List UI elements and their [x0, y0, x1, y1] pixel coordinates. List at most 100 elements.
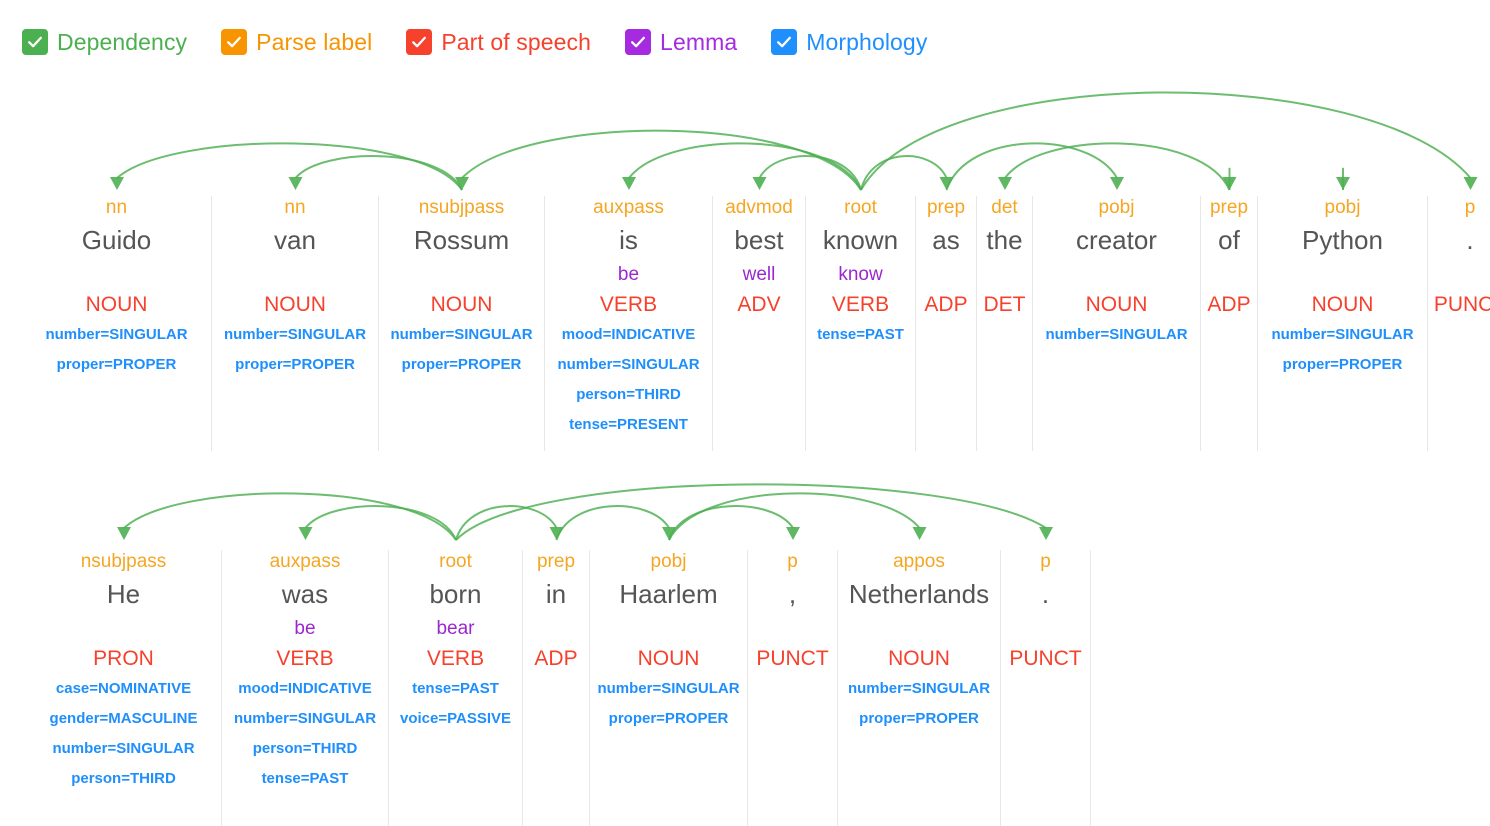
dependency-arc — [860, 91, 1472, 191]
legend-item-dependency[interactable]: Dependency — [22, 29, 187, 55]
token-word: . — [1041, 579, 1050, 609]
part-of-speech: VERB — [831, 293, 890, 316]
parse-label: root — [439, 551, 472, 572]
token-lemma: know — [838, 264, 883, 285]
token-word: born — [429, 579, 482, 609]
token-word: Guido — [81, 225, 152, 255]
legend-label: Part of speech — [441, 29, 592, 55]
morphology-feature: mood=INDICATIVE — [238, 680, 372, 697]
morphology-feature: number=SINGULAR — [52, 740, 195, 757]
parse-label: auxpass — [593, 197, 664, 218]
checkbox-checked-icon[interactable] — [406, 29, 433, 55]
part-of-speech: NOUN — [264, 293, 326, 316]
part-of-speech: NOUN — [1311, 293, 1374, 316]
parse-label: pobj — [1098, 197, 1135, 218]
token-word: He — [106, 579, 141, 609]
checkbox-checked-icon[interactable] — [771, 29, 798, 55]
morphology-list: tense=PAST — [817, 320, 904, 350]
part-of-speech: VERB — [599, 293, 658, 316]
parse-label: nn — [284, 197, 306, 218]
morphology-feature: person=THIRD — [576, 386, 681, 403]
dependency-arc — [860, 155, 948, 191]
morphology-feature: number=SINGULAR — [1045, 326, 1188, 343]
token-lemma — [553, 614, 558, 644]
parse-label: advmod — [725, 197, 793, 218]
checkbox-checked-icon[interactable] — [625, 29, 652, 55]
morphology-feature: proper=PROPER — [1282, 356, 1403, 373]
dependency-arrowhead — [288, 177, 303, 190]
legend-item-part-of-speech[interactable]: Part of speech — [406, 29, 591, 55]
parse-label: prep — [536, 551, 576, 572]
dependency-arc — [304, 505, 457, 541]
token-word: of — [1218, 225, 1240, 255]
legend-item-parse-label[interactable]: Parse label — [221, 29, 372, 55]
token-cell[interactable]: p, PUNCT — [748, 550, 838, 826]
token-cell[interactable]: p. PUNCT — [1428, 196, 1490, 451]
legend-item-lemma[interactable]: Lemma — [625, 29, 737, 55]
checkbox-checked-icon[interactable] — [22, 29, 48, 55]
token-lemma — [121, 614, 126, 644]
parse-label: p — [787, 551, 798, 572]
morphology-feature: proper=PROPER — [56, 356, 177, 373]
part-of-speech: NOUN — [637, 647, 700, 670]
token-lemma — [459, 260, 464, 290]
dependency-arc — [1004, 142, 1231, 191]
legend-label: Parse label — [256, 29, 373, 55]
parse-label: prep — [1209, 197, 1249, 218]
legend-item-morphology[interactable]: Morphology — [771, 29, 927, 55]
legend-label: Lemma — [660, 29, 738, 55]
dependency-arc — [455, 483, 1047, 541]
dependency-arc-layer-2 — [117, 483, 1053, 541]
dependency-arrowhead — [752, 177, 767, 190]
parse-label: auxpass — [269, 551, 341, 572]
dependency-arrowhead — [1222, 177, 1237, 190]
dependency-arc — [758, 155, 862, 191]
checkbox-checked-icon[interactable] — [221, 29, 248, 55]
part-of-speech: ADP — [924, 293, 968, 316]
token-word: was — [281, 579, 329, 609]
dependency-arc — [455, 505, 558, 541]
morphology-feature: number=SINGULAR — [597, 680, 740, 697]
token-word: the — [986, 225, 1023, 255]
token-lemma — [916, 614, 921, 644]
part-of-speech: NOUN — [430, 293, 493, 316]
token-lemma — [114, 260, 119, 290]
dependency-arrowhead — [1336, 177, 1350, 190]
parse-label: pobj — [1324, 197, 1361, 218]
token-lemma — [1043, 614, 1048, 644]
legend-bar: Dependency Parse label Part of speech Lemma… — [22, 22, 927, 62]
token-cell[interactable]: p. PUNCT — [1001, 550, 1091, 826]
morphology-feature: case=NOMINATIVE — [55, 680, 192, 697]
dependency-arc — [668, 505, 794, 541]
token-word: Python — [1302, 225, 1383, 255]
token-word: . — [1466, 225, 1474, 255]
morphology-feature: number=SINGULAR — [233, 710, 377, 727]
morphology-feature: mood=INDICATIVE — [561, 326, 696, 343]
parse-label: nn — [105, 197, 128, 218]
